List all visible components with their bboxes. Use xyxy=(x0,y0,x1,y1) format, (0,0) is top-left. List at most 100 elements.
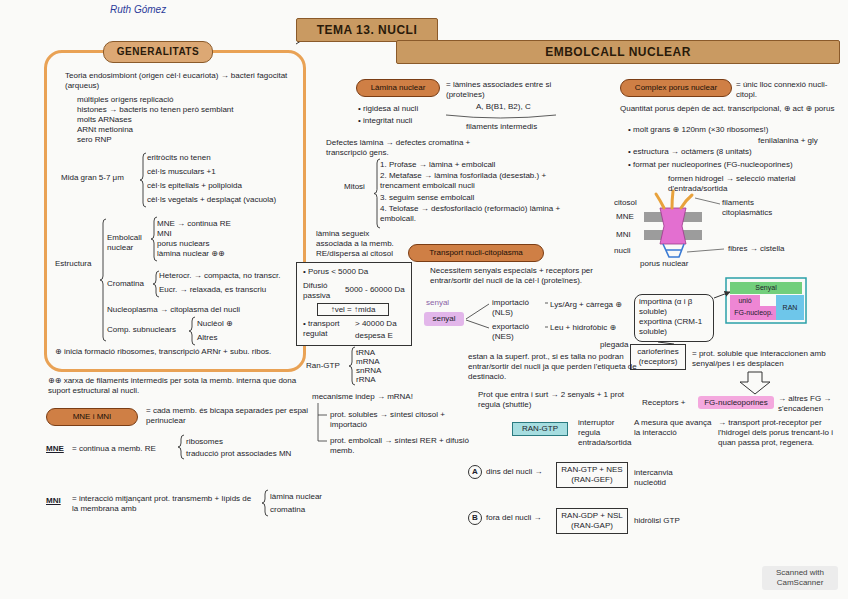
signal-block: Senyal xyxy=(730,282,802,294)
note-label: mecanisme indep → mRNA! xyxy=(312,392,462,402)
curly-brace xyxy=(349,347,355,385)
node-text: ↑vel = ↑mida xyxy=(331,305,376,315)
section-banner: EMBOLCALL NUCLEAR xyxy=(396,40,840,64)
note-label: prot. embolcall → síntesi RER + difusió … xyxy=(330,436,480,456)
note-label: ribosomes xyxy=(186,437,266,447)
note-label: porus nuclear xyxy=(640,259,700,269)
note-label: filaments citoplasmàtics xyxy=(722,198,796,218)
node-text: Heterocr. → compacta, no transcr. xyxy=(159,271,303,281)
node-text: importina (α i β soluble) xyxy=(639,297,711,317)
node-text: unió xyxy=(738,296,751,306)
node-text: RAN xyxy=(783,303,798,313)
note-label: fibres → cistella xyxy=(728,244,808,254)
node-text: Difusió passiva xyxy=(303,281,345,301)
curly-brace xyxy=(140,153,146,207)
note-label: intercanvia nucleòtid xyxy=(634,468,694,488)
note-label: → transport prot-receptor per l'hidrogel… xyxy=(718,418,840,448)
note-label: estan a la superf. prot., si es talla no… xyxy=(468,352,640,382)
node-text: porus nuclears xyxy=(157,239,303,249)
curly-brace xyxy=(262,490,268,516)
leader-line xyxy=(687,249,724,252)
note-label: = làmines associades entre si (proteïnes… xyxy=(446,80,558,100)
node-text: Nucleoplasma → citoplasma del nucli xyxy=(107,305,303,315)
term-box: carioferines (receptors) xyxy=(630,344,686,370)
note-label: Ruth Gómez xyxy=(110,4,200,16)
node-text: > 40000 Da xyxy=(355,319,409,329)
note-label: 3. seguim sense embolcall xyxy=(380,193,570,203)
node-text: 5000 - 60000 Da xyxy=(345,285,409,295)
node-text: RAN-GDP + NSL (RAN-GAP) xyxy=(560,511,624,531)
note-label: 1. Profase → làmina + embolcall xyxy=(380,160,570,170)
note-label: importació (NLS) xyxy=(492,298,544,318)
arrow-line xyxy=(545,303,548,327)
highlight-word: FG-nucleoporines xyxy=(698,396,774,409)
node-text: MNE → continua RE xyxy=(157,219,303,229)
topic-pill: MNE i MNI xyxy=(46,408,138,426)
node-text: cèl·ls vegetals + desplaçat (vacuola) xyxy=(147,195,302,205)
node-text: cèl·ls epitelials + poliploida xyxy=(147,181,302,191)
note-label: mRNA xyxy=(356,357,390,367)
state-box: RAN-GTP + NES (RAN-GEF) xyxy=(556,462,628,488)
note-label: = prot. soluble que interaccionen amb se… xyxy=(692,349,840,369)
curly-brace xyxy=(153,271,159,297)
node-text: eritròcits no tenen xyxy=(147,153,302,163)
arrow-line xyxy=(466,304,489,328)
note-label: A, B(B1, B2), C xyxy=(476,102,556,112)
note-label: Scanned with CamScanner xyxy=(762,566,838,590)
note-label: rRNA xyxy=(356,375,390,385)
node-text: Làmina nuclear xyxy=(371,83,426,93)
note-label: fenilalanina + gly xyxy=(758,136,838,146)
note-label: = únic lloc connexió nucli-citopl. xyxy=(736,80,840,100)
receptor-outline xyxy=(726,278,806,323)
note-label: traducció prot associades MN xyxy=(186,449,316,459)
pore-complex xyxy=(660,208,686,244)
node-text: FG-nucleoporines xyxy=(704,398,768,408)
node-text: Senyal xyxy=(755,283,776,293)
note-label: 2. Metafase → làmina fosforilada (desest… xyxy=(380,171,570,191)
node-text: Estructura xyxy=(55,259,99,269)
node-text: • transport regulat xyxy=(303,319,351,339)
node-text: FG-nucleop. xyxy=(734,308,773,318)
note-label: Prot que entra i surt → 2 senyals + 1 pr… xyxy=(478,390,648,410)
note-label: formen hidrogel → selecció material d'en… xyxy=(668,174,808,194)
node-text: cèl·ls musculars +1 xyxy=(147,167,302,177)
note-label: dins del nucli → xyxy=(486,467,556,477)
note-label: plegada xyxy=(600,340,640,350)
highlight-word: senyal xyxy=(424,312,464,326)
note-label: → altres FG → s'encadenen xyxy=(778,394,840,414)
node-text: histones → bacteris no tenen però sembla… xyxy=(77,105,297,115)
note-label: citosol xyxy=(614,198,654,208)
note-label: làmina segueix associada a la memb. RE/d… xyxy=(316,229,404,259)
tree-line xyxy=(318,403,327,441)
node-text: TEMA 13. NUCLI xyxy=(317,25,418,35)
node-text: B xyxy=(472,513,478,523)
node-text: • Porus < 5000 Da xyxy=(303,267,407,277)
node-text: carioferines (receptors) xyxy=(634,347,682,367)
note-label: • integritat nucli xyxy=(358,116,458,126)
node-text: senyal xyxy=(432,314,455,324)
underline-bracket xyxy=(446,115,556,118)
note-label: = continua a memb. RE xyxy=(72,444,176,454)
node-text: exportina (CRM-1 soluble) xyxy=(639,317,711,337)
node-text: Embolcall nuclear xyxy=(107,233,151,253)
curly-brace xyxy=(189,317,195,345)
node-text: RAN-GTP + NES (RAN-GEF) xyxy=(560,465,624,485)
topic-pill: Làmina nuclear xyxy=(356,79,440,97)
node-text: GENERALITATS xyxy=(117,47,199,57)
curly-brace xyxy=(178,435,184,459)
topic-pill: Complex porus nuclear xyxy=(620,79,732,97)
callout-letter: B xyxy=(468,511,482,525)
note-label: Quantitat porus depèn de act. transcripc… xyxy=(620,104,840,114)
note-label: 4. Telofase → desfosforilació (reformaci… xyxy=(380,204,570,224)
note-label: • format per nucleoporines (FG-nucleopor… xyxy=(628,160,838,170)
node-text: A xyxy=(472,467,478,477)
note-label: MNI xyxy=(46,496,70,506)
title-banner: TEMA 13. NUCLI xyxy=(296,18,438,42)
note-label: • estructura → octàmers (8 unitats) xyxy=(628,147,778,157)
note-label: ⊕⊕ xarxa de filaments intermedis per sot… xyxy=(48,376,298,396)
node-text: Nuclèol ⊕ xyxy=(197,319,297,329)
ran-block: RAN xyxy=(776,295,804,320)
node-text: RAN-GTP xyxy=(522,424,558,434)
node-text: despesa E xyxy=(355,331,409,341)
note-label: Leu + hidrofòbic ⊕ xyxy=(550,323,634,333)
